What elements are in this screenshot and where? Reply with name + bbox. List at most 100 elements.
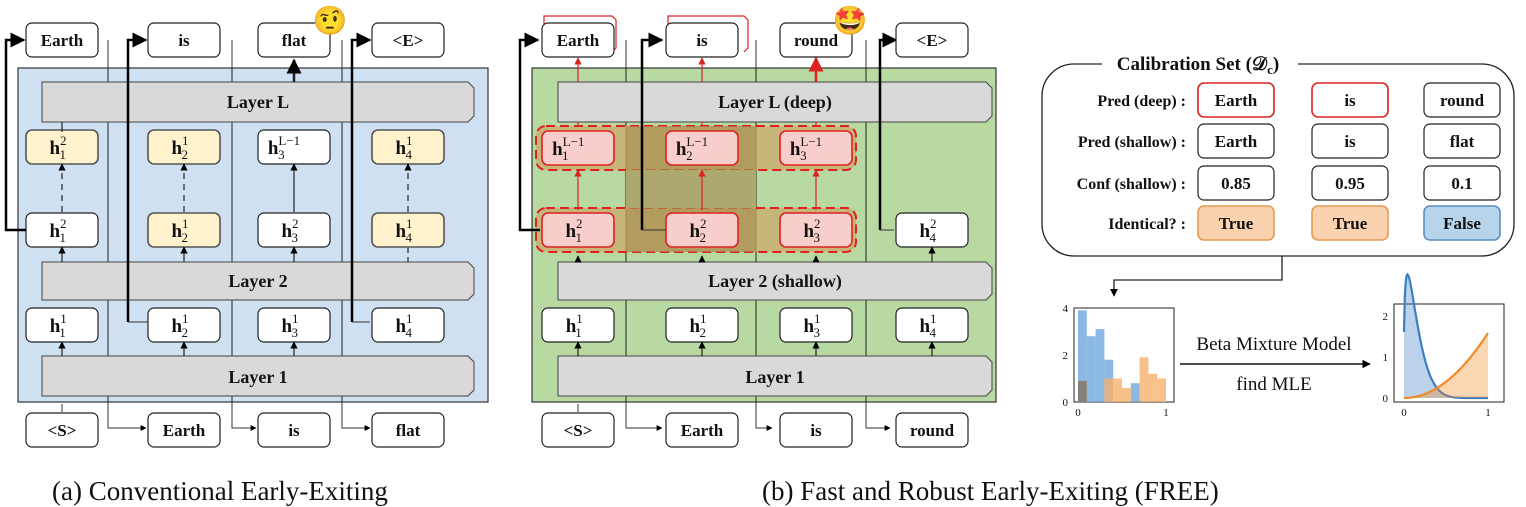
calibration-cell-4-2-label: True: [1333, 214, 1368, 233]
input-token-a-2: Earth: [147, 412, 221, 448]
input-token-b-2-label: Earth: [681, 421, 724, 440]
caption-b: (b) Fast and Robust Early-Exiting (FREE): [762, 476, 1219, 506]
input-token-b-3: is: [779, 412, 853, 448]
input-token-a-1: <S>: [25, 412, 99, 448]
calibration-row-label-1: Pred (deep) :: [1097, 93, 1186, 110]
calibration-cell-1-3: round: [1423, 82, 1501, 118]
histogram-xtick-1: 0: [1075, 407, 1081, 419]
output-token-a-1: Earth: [25, 22, 99, 58]
caption-a: (a) Conventional Early-Exiting: [52, 476, 388, 506]
histogram-ytick-3: 4: [1063, 303, 1069, 315]
histogram-bar-2-3: [1113, 378, 1122, 402]
input-token-b-4-label: round: [910, 421, 955, 440]
calibration-title: Calibration Set (𝒟c): [1117, 54, 1279, 77]
calibration-cell-3-3-label: 0.1: [1451, 174, 1472, 193]
input-token-a-2-label: Earth: [163, 421, 206, 440]
panel-a-layer-1: Layer 1: [41, 355, 475, 397]
input-token-a-4-label: flat: [396, 421, 421, 440]
output-token-a-2: is: [147, 22, 221, 58]
histogram-chart: 0 2 4 0 1: [1063, 303, 1175, 419]
calibration-cell-2-3-label: flat: [1450, 132, 1475, 151]
panel-b-layer-2: Layer 2 (shallow): [557, 261, 993, 301]
calibration-cell-4-1: True: [1197, 205, 1275, 241]
calibration-cell-3-3: 0.1: [1423, 165, 1501, 201]
mle-label: find MLE: [1236, 374, 1311, 395]
calibration-cell-1-2: is: [1311, 82, 1389, 118]
histogram-bar-1-1: [1078, 310, 1087, 402]
output-token-a-1-label: Earth: [41, 31, 84, 50]
calibration-cell-3-2: 0.95: [1311, 165, 1389, 201]
input-token-b-1-label: <S>: [564, 421, 593, 440]
calibration-cell-1-1: Earth: [1197, 82, 1275, 118]
density-ytick-3: 2: [1383, 311, 1389, 323]
calibration-cell-3-1-label: 0.85: [1221, 174, 1251, 193]
input-token-b-1: <S>: [541, 412, 615, 448]
input-token-b-3-label: is: [810, 421, 822, 440]
calibration-cell-3-2-label: 0.95: [1335, 174, 1365, 193]
input-token-b-2: Earth: [665, 412, 739, 448]
histogram-bar-2-6: [1148, 373, 1158, 402]
density-area-1: [1404, 274, 1488, 398]
histogram-bar-1-3: [1095, 329, 1105, 402]
starstruck-emoji: 🤩: [833, 5, 868, 37]
calibration-row-label-3: Conf (shallow) :: [1077, 176, 1186, 193]
density-line-1: [1402, 272, 1488, 400]
calibration-cell-2-2: is: [1311, 123, 1389, 159]
output-token-b-1-label: Earth: [557, 31, 600, 50]
histogram-bar-1-5: [1130, 383, 1140, 402]
output-token-a-3-label: flat: [282, 31, 307, 50]
svg-text:Layer 2: Layer 2: [228, 271, 287, 291]
output-token-a-4-label: <E>: [393, 31, 424, 50]
histogram-ytick-2: 2: [1063, 350, 1069, 362]
skeptical-emoji: 🤨: [313, 5, 348, 37]
input-token-a-4: flat: [371, 412, 445, 448]
output-token-b-2-label: is: [696, 31, 708, 50]
output-token-a-4: <E>: [371, 22, 445, 58]
density-xtick-2: 1: [1485, 407, 1491, 419]
input-token-a-1-label: <S>: [48, 421, 77, 440]
bmm-label: Beta Mixture Model: [1196, 334, 1351, 355]
panel-a-column-dividers: [107, 68, 343, 402]
calibration-cell-2-1-label: Earth: [1215, 132, 1258, 151]
histogram-bar-2-4: [1122, 387, 1131, 402]
histogram-ytick-1: 0: [1063, 397, 1069, 409]
histogram-xtick-2: 1: [1163, 407, 1169, 419]
calibration-cell-3-1: 0.85: [1197, 165, 1275, 201]
histogram-overlap-bar: [1078, 380, 1087, 402]
input-token-a-3: is: [257, 412, 331, 448]
histogram-bar-2-2: [1104, 378, 1114, 402]
panel-a-layer-2: Layer 2: [41, 261, 475, 301]
panel-b-layer-1: Layer 1: [557, 355, 993, 397]
panel-a-layer-L: Layer L: [41, 81, 475, 123]
